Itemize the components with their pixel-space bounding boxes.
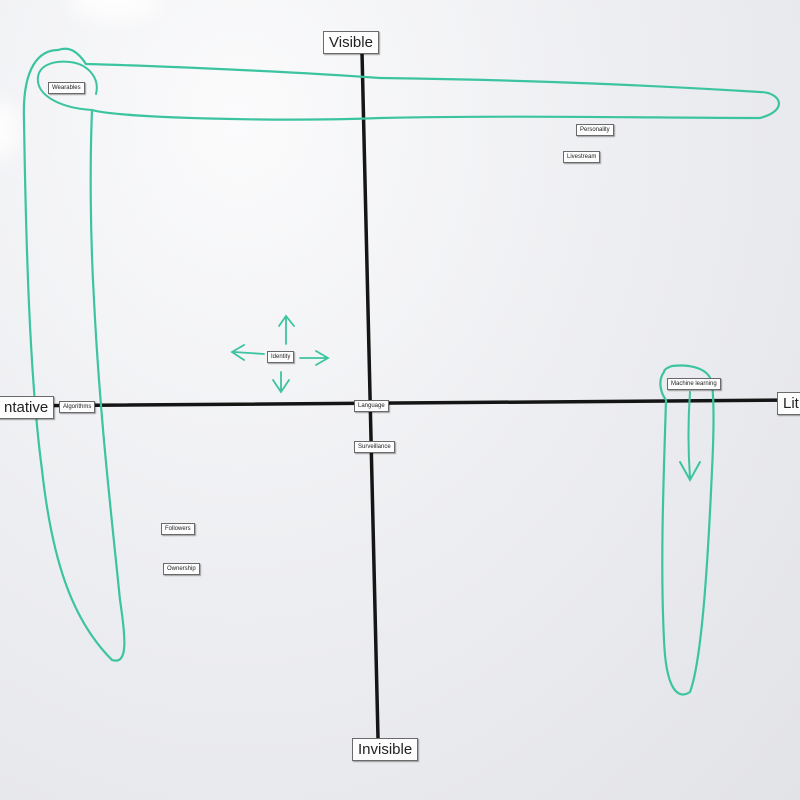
axis-label-right: Lit: [777, 392, 800, 415]
horizontal-axis-line: [0, 398, 800, 408]
label-machine-learning: Machine learning: [667, 378, 721, 390]
label-personality: Personality: [576, 124, 614, 136]
label-algorithms: Algorithms: [59, 401, 96, 413]
vertical-axis-line: [360, 50, 380, 740]
label-surveillance: Surveillance: [354, 441, 395, 453]
light-glare: [0, 100, 20, 160]
identity-arrows: [230, 314, 330, 394]
label-identity: Identity: [267, 351, 295, 363]
marker-down-arrow: [679, 391, 701, 483]
axis-label-left: ntative: [0, 396, 55, 419]
label-language: Language: [354, 400, 389, 412]
label-wearables: Wearables: [48, 82, 85, 94]
label-followers: Followers: [161, 523, 195, 535]
marker-loop-top-left: [22, 47, 781, 662]
marker-loop-corner: [36, 60, 98, 111]
light-glare: [70, 0, 160, 20]
label-ownership: Ownership: [163, 563, 200, 575]
label-livestream: Livestream: [563, 151, 601, 163]
axis-label-bottom: Invisible: [352, 738, 419, 761]
axis-label-top: Visible: [323, 31, 379, 54]
marker-loop-right: [659, 364, 715, 696]
